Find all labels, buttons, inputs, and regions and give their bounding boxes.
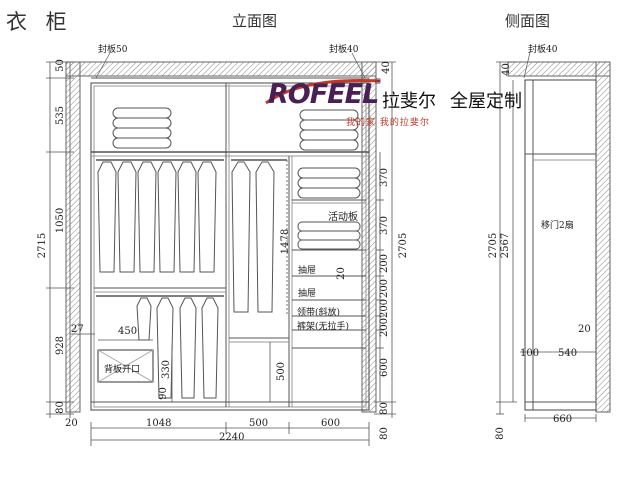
dim-left-50: 50 [54, 59, 66, 72]
note-seal-40-side: 封板40 [528, 45, 558, 55]
side-back-wall [595, 61, 611, 413]
dim-side-2567: 2567 [500, 232, 512, 259]
note-seal-50: 封板50 [98, 45, 128, 55]
brand-logo: ROFEEL 拉斐尔 全屋定制 ® 我的家 我的拉斐尔 [262, 73, 562, 133]
note-tie-rack: 领带(斜放) [297, 308, 341, 318]
dim-right-200c: 200 [379, 298, 391, 319]
dim-side-2705: 2705 [488, 232, 500, 259]
folded-clothes-column [297, 167, 361, 250]
dim-right-200a: 200 [379, 253, 391, 274]
note-drawer-2: 抽屉 [298, 289, 317, 299]
dim-right-600: 600 [379, 357, 391, 378]
dim-right-40: 40 [380, 61, 392, 74]
dim-right-200b: 200 [379, 278, 391, 299]
dim-inner-500: 500 [276, 361, 288, 382]
dim-bottom-20: 20 [65, 418, 78, 429]
note-drawer-1: 抽屉 [298, 266, 317, 276]
back-opening-box [97, 349, 154, 383]
dim-left-535: 535 [55, 105, 67, 126]
dim-inner-20: 20 [335, 267, 347, 280]
note-back-opening: 背板开口 [104, 365, 141, 375]
note-active-board: 活动板 [328, 212, 358, 223]
logo-slogan: 我的家 我的拉斐尔 [346, 118, 430, 128]
dim-side-80: 80 [494, 427, 506, 440]
dim-right-80: 80 [378, 402, 390, 415]
page-title: 衣 柜 [6, 10, 73, 34]
note-seal-40: 封板40 [329, 45, 359, 55]
dim-left-80: 80 [54, 401, 66, 414]
dim-inner-1478: 1478 [280, 228, 292, 255]
dim-inner-90: 90 [157, 387, 169, 400]
logo-swoosh [265, 79, 381, 105]
cabinet-outline [90, 82, 370, 411]
logo-suffix: 全屋定制 [450, 91, 522, 112]
hanging-garments-lower [136, 297, 219, 399]
dim-right-370a: 370 [379, 167, 391, 188]
dim-left-2715: 2715 [37, 232, 49, 259]
cabinet-inner-outline [93, 85, 367, 408]
dim-inner-330: 330 [161, 359, 173, 380]
dim-left-1050: 1050 [55, 207, 67, 234]
dim-bottom-2240: 2240 [219, 432, 245, 443]
dim-bottom-1048: 1048 [146, 418, 172, 429]
front-left-wall [65, 61, 81, 413]
logo-brand-text: ROFEEL [268, 79, 379, 110]
side-cabinet-outline [524, 79, 597, 411]
front-view-heading: 立面图 [232, 12, 278, 30]
dim-side-40: 40 [500, 63, 512, 76]
dim-right-2705: 2705 [398, 232, 410, 259]
dim-side-20: 20 [578, 324, 591, 335]
dim-side-660: 660 [553, 414, 573, 425]
folded-clothes-right [299, 109, 359, 151]
dim-left-27: 27 [71, 324, 84, 335]
dim-right-200d: 200 [379, 317, 391, 338]
dim-bottom-600: 600 [321, 418, 341, 429]
note-pants-rack: 裤架(无拉手) [297, 322, 350, 332]
dim-bottom-500: 500 [249, 418, 269, 429]
dim-left-928: 928 [55, 335, 67, 356]
note-sliding-door: 移门2扇 [541, 221, 574, 231]
dim-inner-450: 450 [118, 326, 138, 337]
hanging-garments-upper [97, 161, 275, 313]
logo-registered-mark: ® [374, 77, 382, 86]
side-view-heading: 侧面图 [505, 12, 551, 30]
dim-side-100: 100 [520, 348, 540, 359]
dim-side-540: 540 [558, 348, 578, 359]
dim-right-370b: 370 [379, 215, 391, 236]
folded-clothes-left [112, 107, 172, 149]
logo-cn-name: 拉斐尔 [382, 91, 436, 112]
dim-bottom-80: 80 [378, 427, 390, 440]
